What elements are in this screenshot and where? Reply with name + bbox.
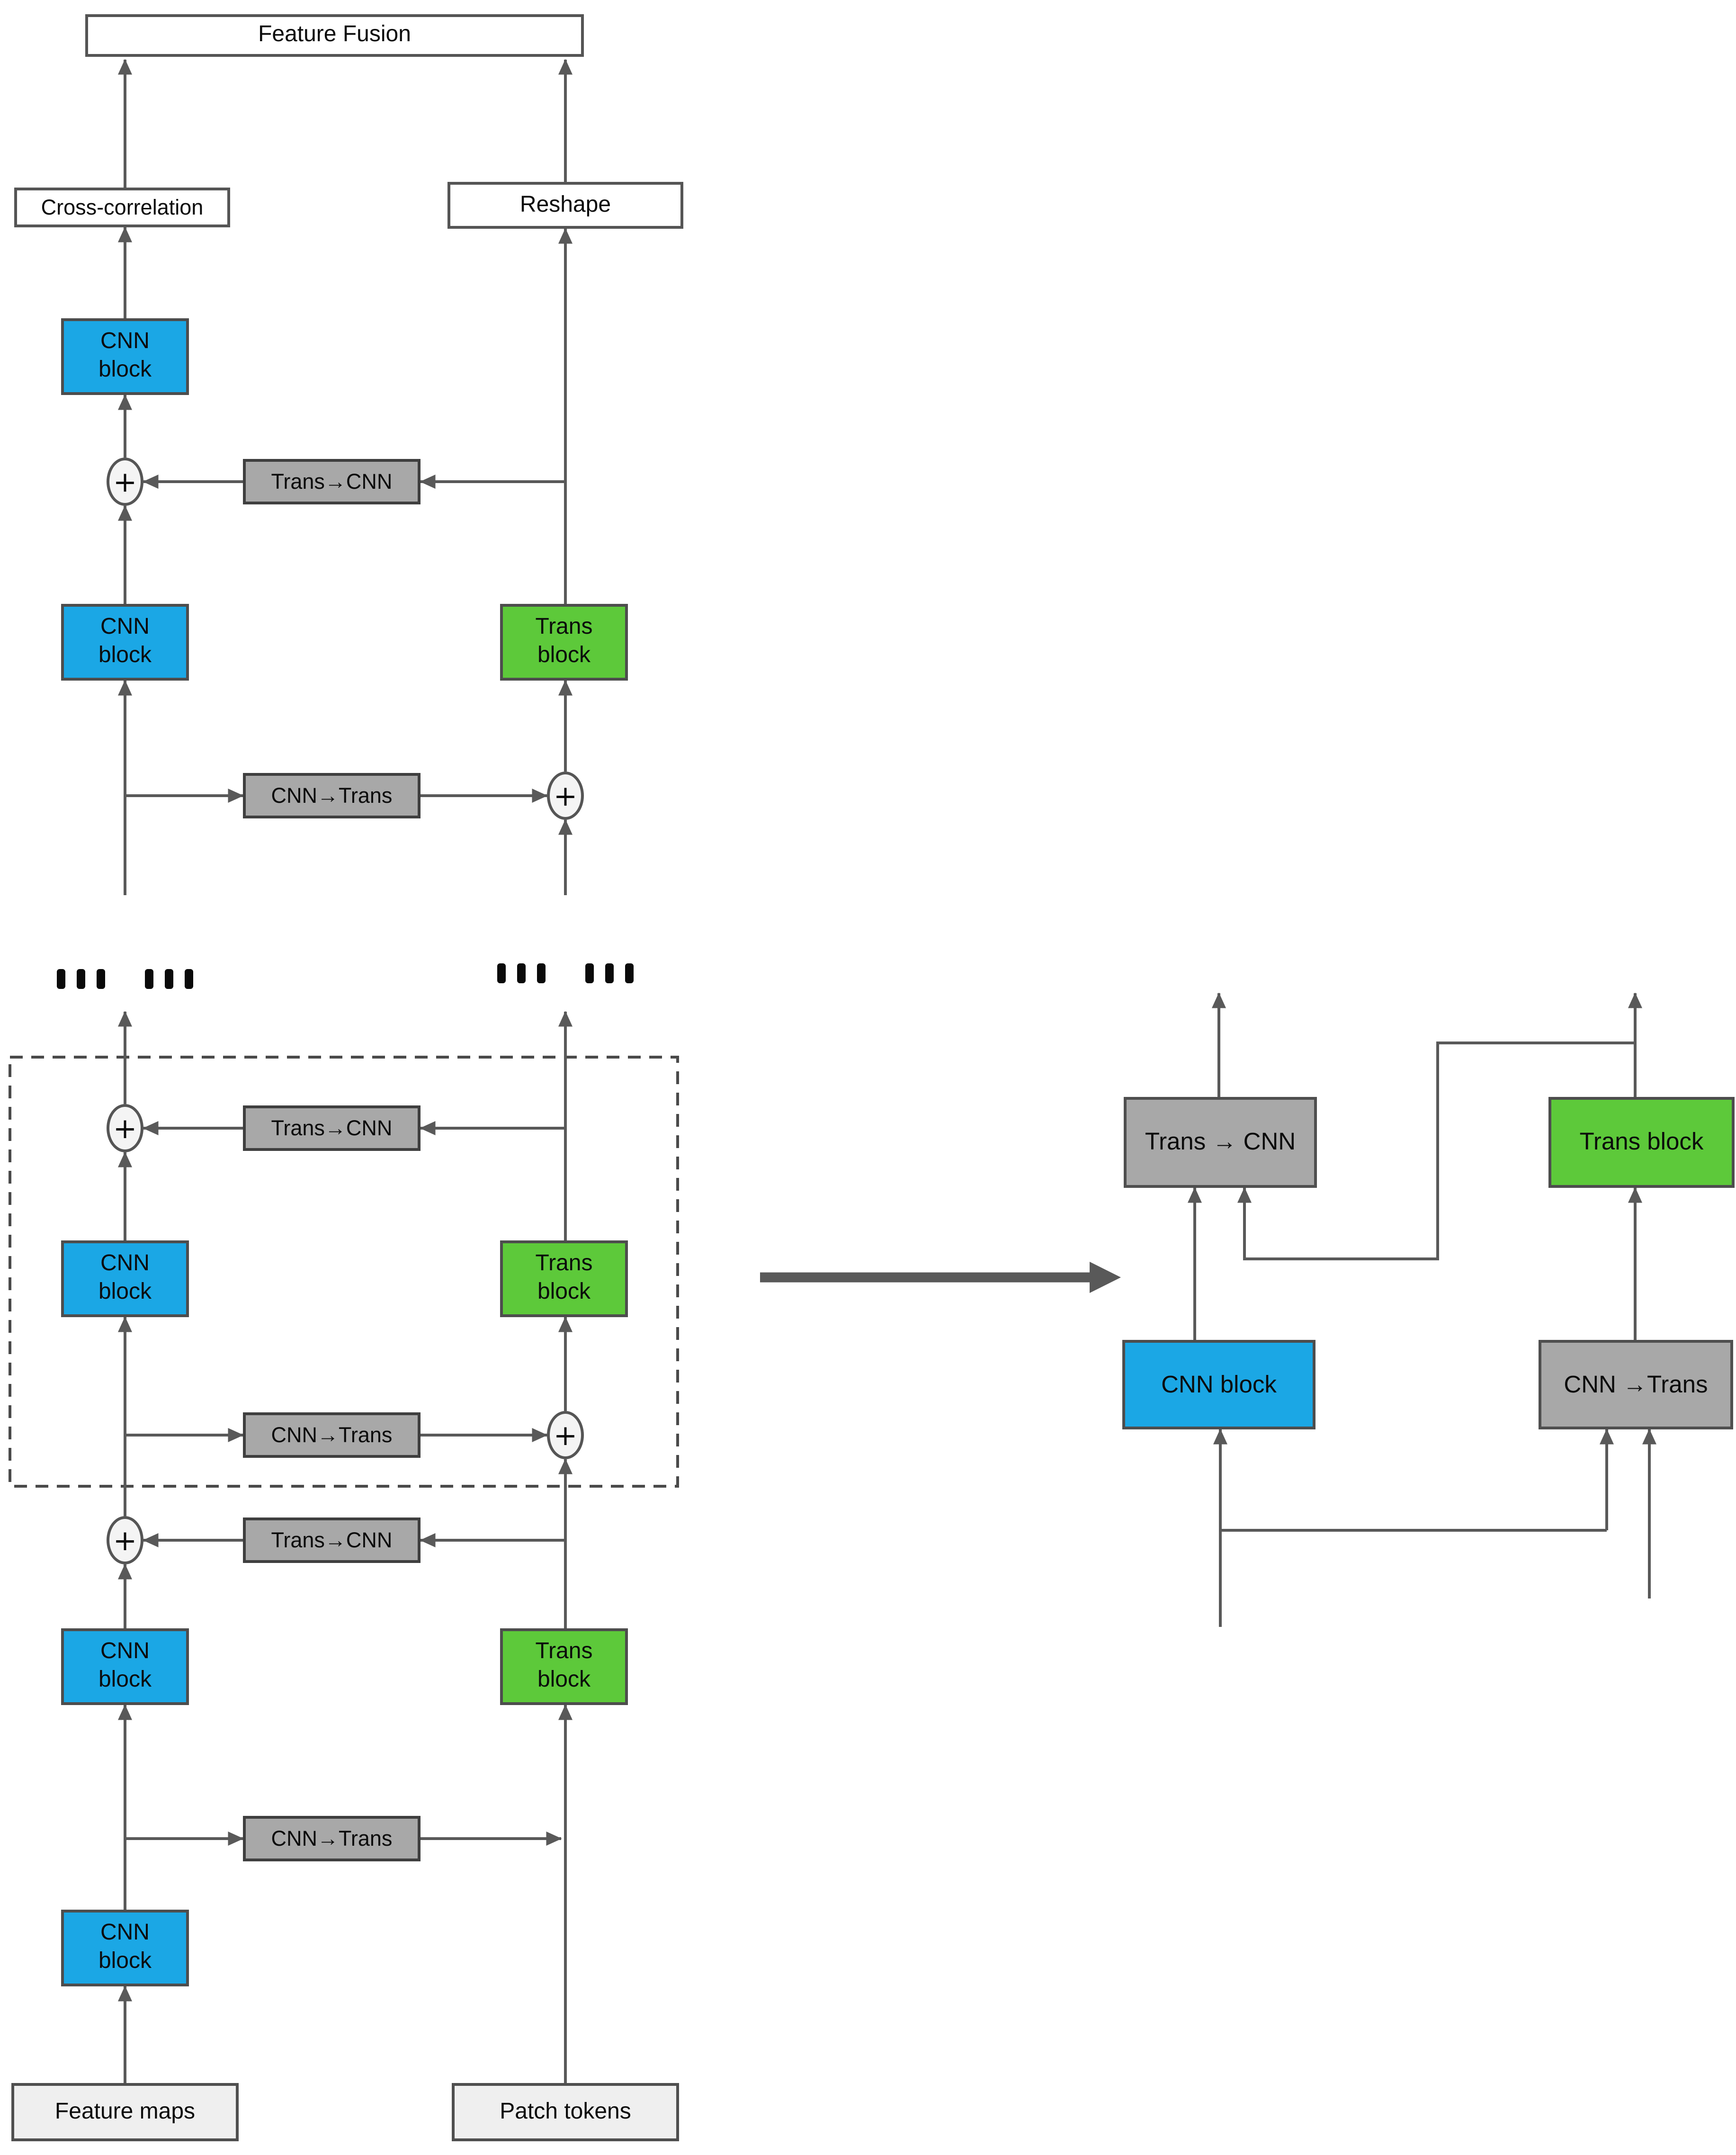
detail-trans-block: Trans block bbox=[1548, 1097, 1735, 1188]
plus-icon: + bbox=[553, 778, 578, 812]
cnn-block-4: CNN block bbox=[61, 604, 189, 681]
add-node-3: + bbox=[107, 1104, 143, 1152]
trans-to-cnn-label: Trans→CNN bbox=[271, 469, 393, 494]
detail-cnn-block-label: CNN block bbox=[1161, 1371, 1277, 1398]
trans-block-label: Trans block bbox=[535, 1252, 593, 1304]
cnn-to-trans-label: CNN→Trans bbox=[271, 1826, 393, 1851]
plus-icon: + bbox=[113, 464, 137, 498]
trans-to-cnn-box-2: Trans→CNN bbox=[243, 1105, 421, 1151]
cnn-block-label: CNN block bbox=[98, 1252, 152, 1304]
add-node-2: + bbox=[547, 772, 584, 820]
cross-correlation-label: Cross-correlation bbox=[41, 195, 204, 220]
cnn-to-trans-box-2: CNN→Trans bbox=[243, 1412, 421, 1458]
trans-block-label: Trans block bbox=[535, 615, 593, 668]
cnn-to-trans-label: CNN→Trans bbox=[271, 1423, 393, 1447]
detail-trans-block-label: Trans block bbox=[1579, 1129, 1704, 1156]
trans-to-cnn-label: Trans→CNN bbox=[271, 1116, 393, 1140]
cnn-block-label: CNN block bbox=[98, 615, 152, 668]
cnn-block-label: CNN block bbox=[98, 1921, 152, 1974]
cnn-block-1: CNN block bbox=[61, 1910, 189, 1986]
cnn-to-trans-label: CNN→Trans bbox=[271, 783, 393, 808]
trans-to-cnn-box-1: Trans→CNN bbox=[243, 459, 421, 504]
reshape-box: Reshape bbox=[447, 182, 683, 229]
cnn-block-label: CNN block bbox=[98, 330, 152, 382]
cnn-to-trans-box-1: CNN→Trans bbox=[243, 773, 421, 818]
trans-block-2: Trans block bbox=[500, 1240, 628, 1317]
detail-cnn-to-trans-box: CNN →Trans bbox=[1539, 1340, 1733, 1429]
detail-cnn-block: CNN block bbox=[1122, 1340, 1315, 1429]
cnn-block-5: CNN block bbox=[61, 318, 189, 395]
trans-block-1: Trans block bbox=[500, 604, 628, 681]
patch-tokens-label: Patch tokens bbox=[500, 2099, 631, 2124]
reshape-label: Reshape bbox=[519, 192, 611, 217]
detail-trans-to-cnn-label: Trans → CNN bbox=[1145, 1128, 1296, 1155]
edge-r-trans-feedback bbox=[1244, 1042, 1635, 1260]
add-node-1: + bbox=[107, 458, 143, 506]
trans-block-label: Trans block bbox=[535, 1640, 593, 1692]
repeat-unit-dashed-box bbox=[9, 1056, 679, 1488]
detail-trans-to-cnn-box: Trans → CNN bbox=[1124, 1097, 1317, 1188]
add-node-4: + bbox=[547, 1411, 584, 1459]
plus-icon: + bbox=[553, 1417, 578, 1452]
feature-maps-input-box: Feature maps bbox=[11, 2083, 239, 2141]
ellipsis-dots-cnn-column bbox=[57, 969, 193, 989]
ellipsis-dots-trans-column bbox=[497, 963, 634, 983]
cnn-block-2: CNN block bbox=[61, 1628, 189, 1705]
cnn-block-label: CNN block bbox=[98, 1640, 152, 1692]
trans-block-3: Trans block bbox=[500, 1628, 628, 1705]
feature-fusion-label: Feature Fusion bbox=[258, 23, 411, 47]
add-node-5: + bbox=[107, 1516, 143, 1564]
trans-to-cnn-label: Trans→CNN bbox=[271, 1528, 393, 1553]
cross-correlation-box: Cross-correlation bbox=[14, 188, 230, 227]
feature-fusion-box: Feature Fusion bbox=[85, 14, 584, 57]
feature-maps-label: Feature maps bbox=[54, 2099, 196, 2124]
trans-to-cnn-box-3: Trans→CNN bbox=[243, 1517, 421, 1563]
plus-icon: + bbox=[113, 1110, 137, 1145]
cnn-to-trans-box-3: CNN→Trans bbox=[243, 1816, 421, 1861]
patch-tokens-input-box: Patch tokens bbox=[452, 2083, 679, 2141]
plus-icon: + bbox=[113, 1522, 137, 1557]
cnn-block-3: CNN block bbox=[61, 1240, 189, 1317]
detail-cnn-to-trans-label: CNN →Trans bbox=[1564, 1370, 1708, 1398]
